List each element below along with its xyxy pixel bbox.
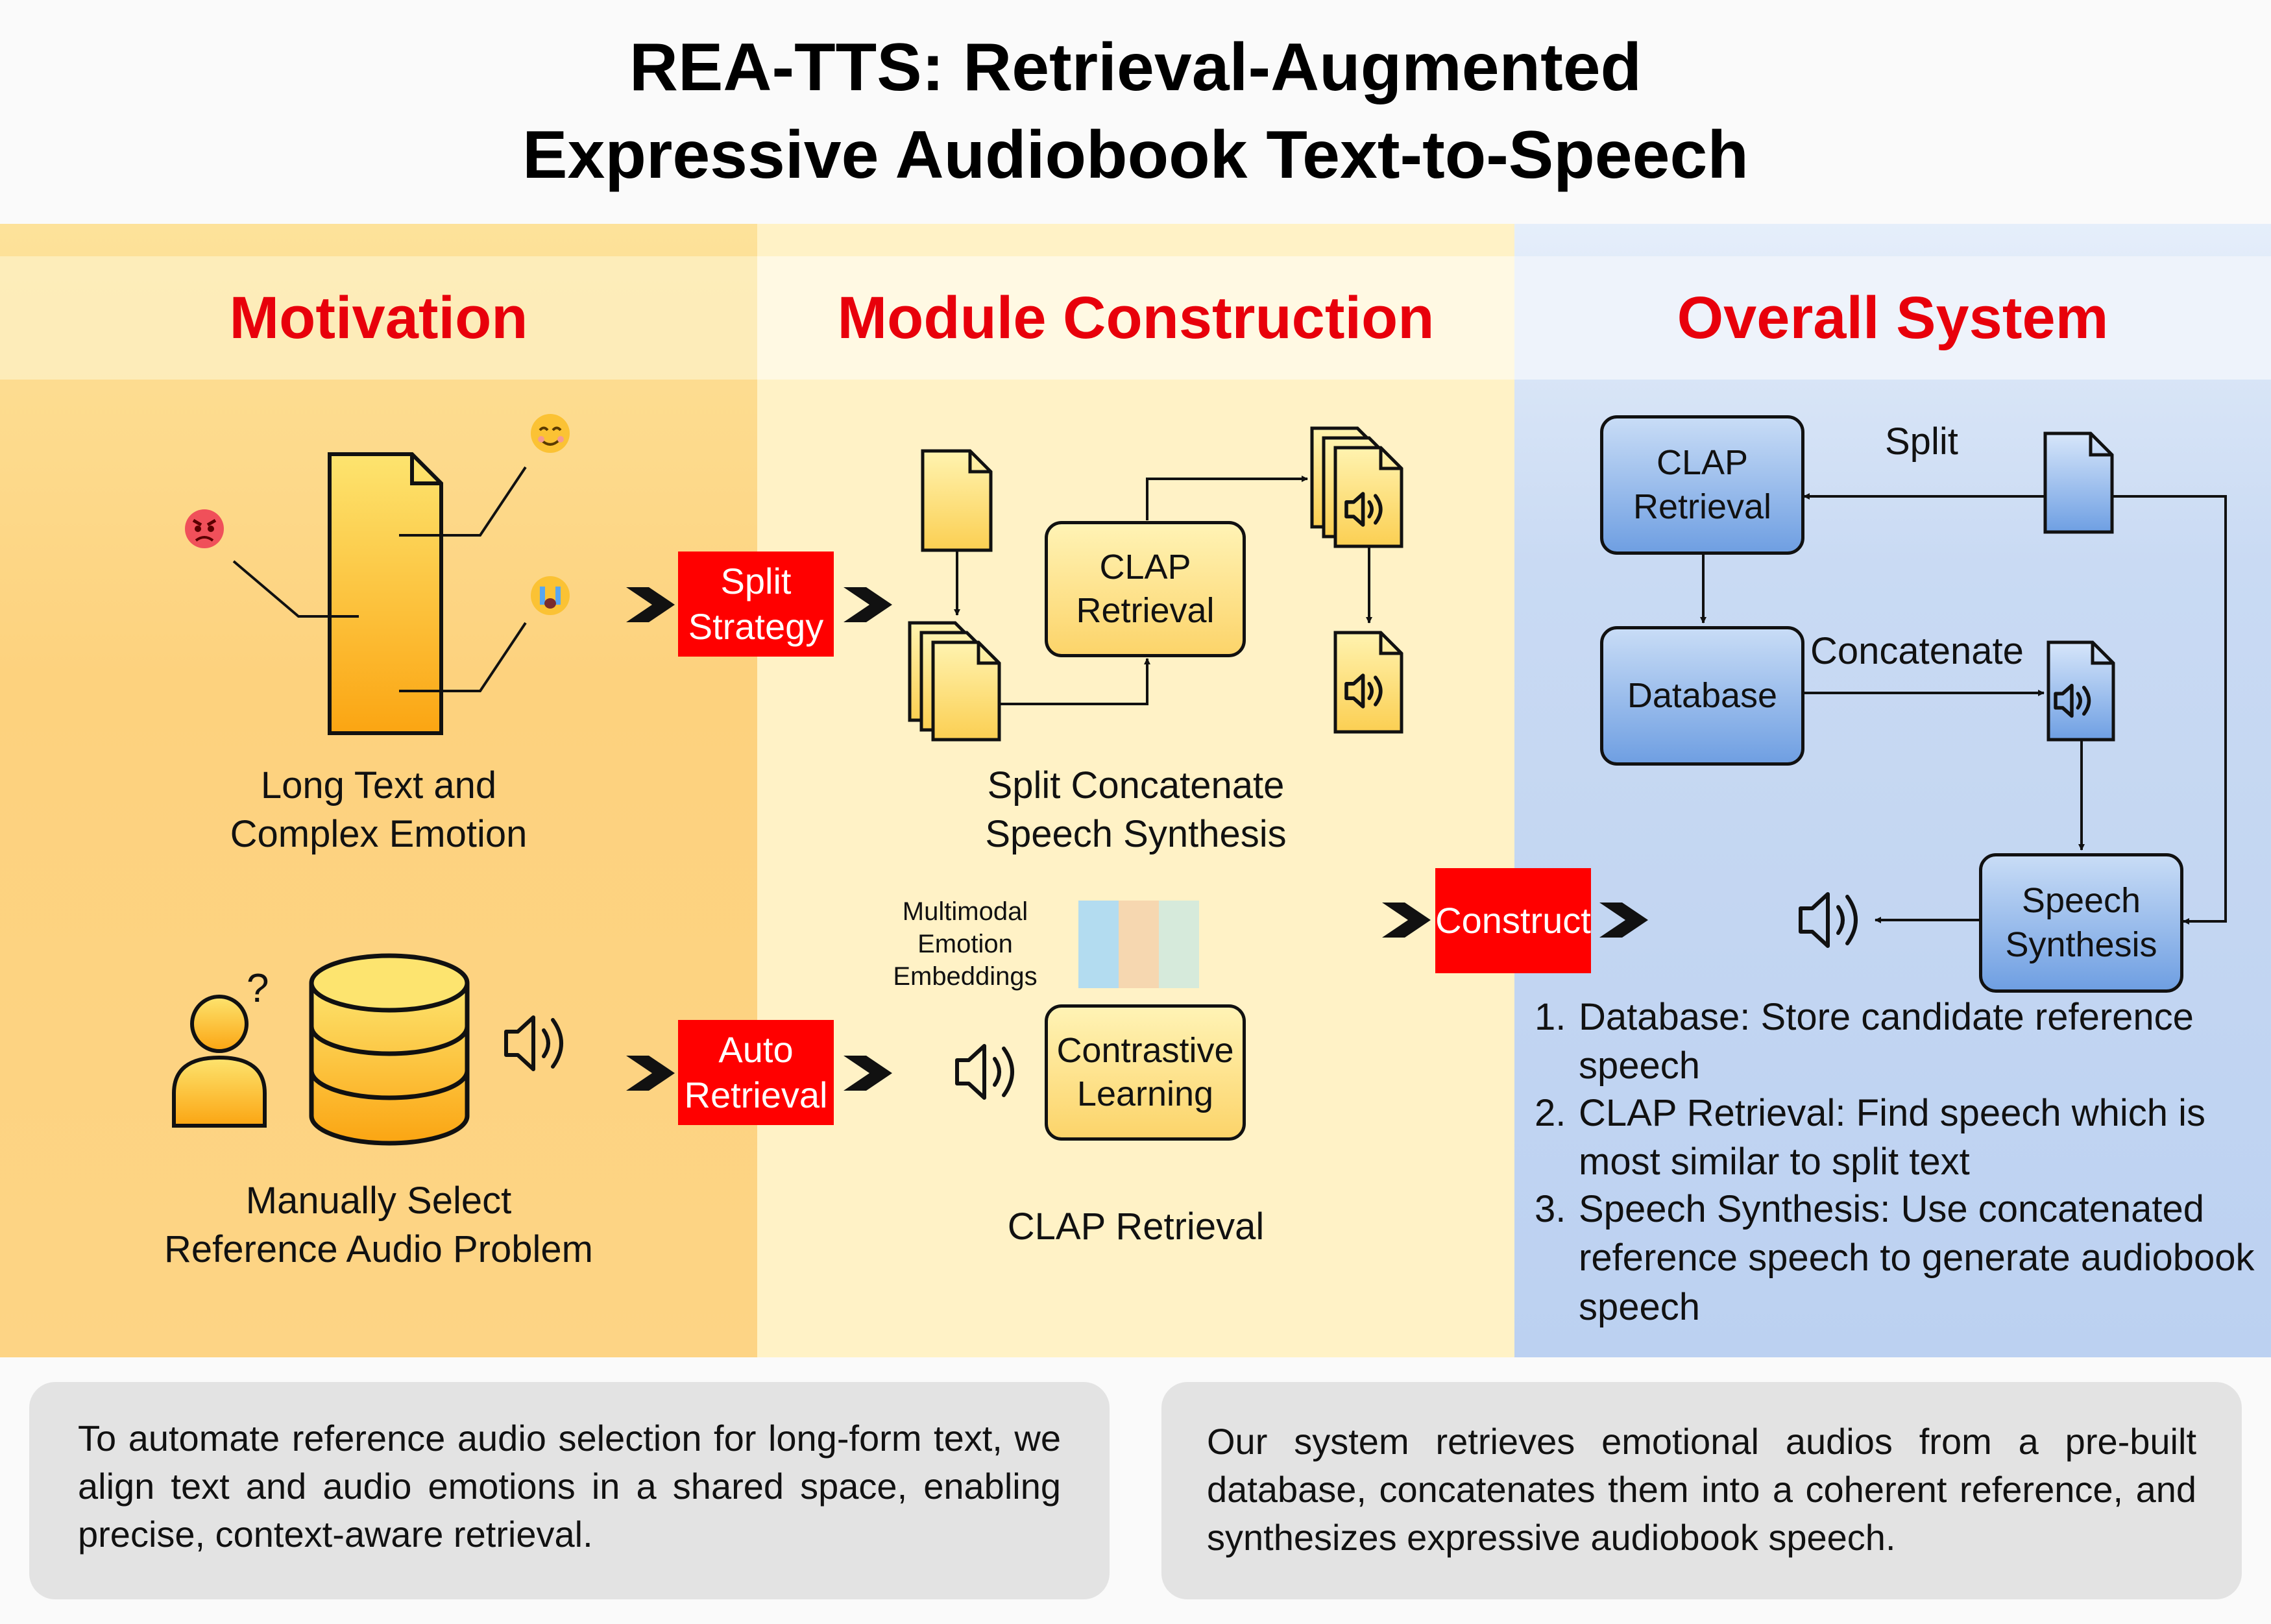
list-text-2: CLAP Retrieval: Find speech which is mos… — [1579, 1092, 2206, 1183]
audio-documents-stack-icon — [1310, 426, 1403, 548]
clap-retrieval-box-module: CLAP Retrieval — [1045, 521, 1246, 657]
angry-face-emoji — [185, 509, 224, 548]
long-document-icon — [328, 452, 443, 735]
module-panel — [757, 224, 1514, 1357]
left-summary-text: To automate reference audio selection fo… — [78, 1418, 1061, 1555]
clap-retrieval-module-line2: Retrieval — [1076, 591, 1215, 630]
speaker-icon-stack — [1344, 492, 1383, 527]
split-strategy-line1: Split — [720, 561, 792, 601]
contrastive-line2: Learning — [1076, 1074, 1214, 1113]
auto-retrieval-line1: Auto — [718, 1029, 794, 1070]
question-mark: ? — [247, 966, 269, 1011]
contrastive-line1: Contrastive — [1056, 1030, 1234, 1070]
left-summary-box: To automate reference audio selection fo… — [29, 1382, 1110, 1599]
embeddings-label-line1: Multimodal — [902, 897, 1028, 926]
embeddings-label-line2: Emotion — [917, 930, 1013, 958]
person-icon — [172, 995, 267, 1128]
chevron-icons — [626, 587, 1648, 1091]
single-document-icon — [921, 449, 993, 552]
motivation-panel — [0, 224, 757, 1357]
database-icon — [309, 953, 470, 1146]
clap-retrieval-caption: CLAP Retrieval — [1007, 1206, 1265, 1248]
emotion-leader-lines — [232, 466, 527, 692]
speaker-icon-module — [955, 1044, 1014, 1100]
split-strategy-line2: Strategy — [688, 606, 824, 647]
emotion-embeddings-bars — [1078, 901, 1199, 988]
database-box: Database — [1600, 626, 1804, 766]
database-label: Database — [1627, 675, 1778, 715]
overall-concat-audio-document-icon — [2046, 640, 2115, 742]
speech-synthesis-line1: Speech — [2021, 881, 2141, 920]
split-strategy-tag: Split Strategy — [678, 551, 834, 657]
speaker-icon-output — [1799, 892, 1858, 948]
speaker-icon-overall-doc — [2054, 683, 2091, 718]
list-text-1: Database: Store candidate reference spee… — [1579, 996, 2194, 1087]
clap-retrieval-module-line1: CLAP — [1099, 547, 1191, 587]
title-line-1: REA-TTS: Retrieval-Augmented — [629, 30, 1642, 105]
list-num-1: 1. — [1535, 996, 1566, 1038]
construct-label: Construct — [1435, 900, 1591, 941]
arrow-split-to-synthesis — [2112, 495, 2227, 925]
long-text-caption-line2: Complex Emotion — [230, 813, 528, 855]
overall-panel — [1514, 224, 2271, 1357]
clap-retrieval-overall-line1: CLAP — [1656, 443, 1749, 482]
title-line-2: Expressive Audiobook Text-to-Speech — [522, 117, 1749, 193]
arrow-clap-to-audios — [1146, 476, 1308, 520]
motivation-header-band — [0, 256, 757, 380]
motivation-heading: Motivation — [229, 284, 528, 351]
module-heading: Module Construction — [837, 284, 1435, 351]
overall-heading: Overall System — [1677, 284, 2109, 351]
list-num-2: 2. — [1535, 1092, 1566, 1134]
list-text-3: Speech Synthesis: Use concatenated refer… — [1579, 1188, 2255, 1328]
auto-retrieval-tag: Auto Retrieval — [678, 1020, 834, 1125]
concatenate-arrow-label: Concatenate — [1810, 630, 2024, 672]
arrow-split-to-clap — [999, 658, 1150, 705]
speaker-icon-concat — [1344, 673, 1383, 709]
right-summary-text: Our system retrieves emotional audios fr… — [1207, 1421, 2196, 1558]
crying-face-emoji — [531, 576, 570, 615]
long-text-caption-line1: Long Text and — [260, 764, 497, 806]
manual-select-caption-line2: Reference Audio Problem — [164, 1228, 593, 1270]
smiling-face-emoji — [531, 414, 570, 453]
split-concat-caption-line1: Split Concatenate — [987, 764, 1285, 806]
split-concat-caption-line2: Speech Synthesis — [985, 813, 1287, 855]
speech-synthesis-box: Speech Synthesis — [1979, 853, 2183, 993]
auto-retrieval-line2: Retrieval — [684, 1074, 828, 1115]
module-header-band — [757, 256, 1514, 380]
right-summary-box: Our system retrieves emotional audios fr… — [1161, 1382, 2242, 1599]
speaker-icon-motivation — [504, 1015, 563, 1071]
split-documents-icon — [908, 621, 1001, 742]
speech-synthesis-line2: Synthesis — [2005, 925, 2157, 964]
list-num-3: 3. — [1535, 1188, 1566, 1230]
split-arrow-label: Split — [1885, 420, 1958, 463]
overall-split-document-icon — [2043, 431, 2114, 534]
overall-header-band — [1514, 256, 2271, 380]
construct-tag: Construct — [1435, 868, 1591, 973]
contrastive-learning-box: Contrastive Learning — [1045, 1004, 1246, 1141]
embeddings-label-line3: Embeddings — [893, 962, 1038, 991]
manual-select-caption-line1: Manually Select — [245, 1180, 512, 1222]
clap-retrieval-box-overall: CLAP Retrieval — [1600, 415, 1804, 555]
clap-retrieval-overall-line2: Retrieval — [1633, 487, 1772, 526]
